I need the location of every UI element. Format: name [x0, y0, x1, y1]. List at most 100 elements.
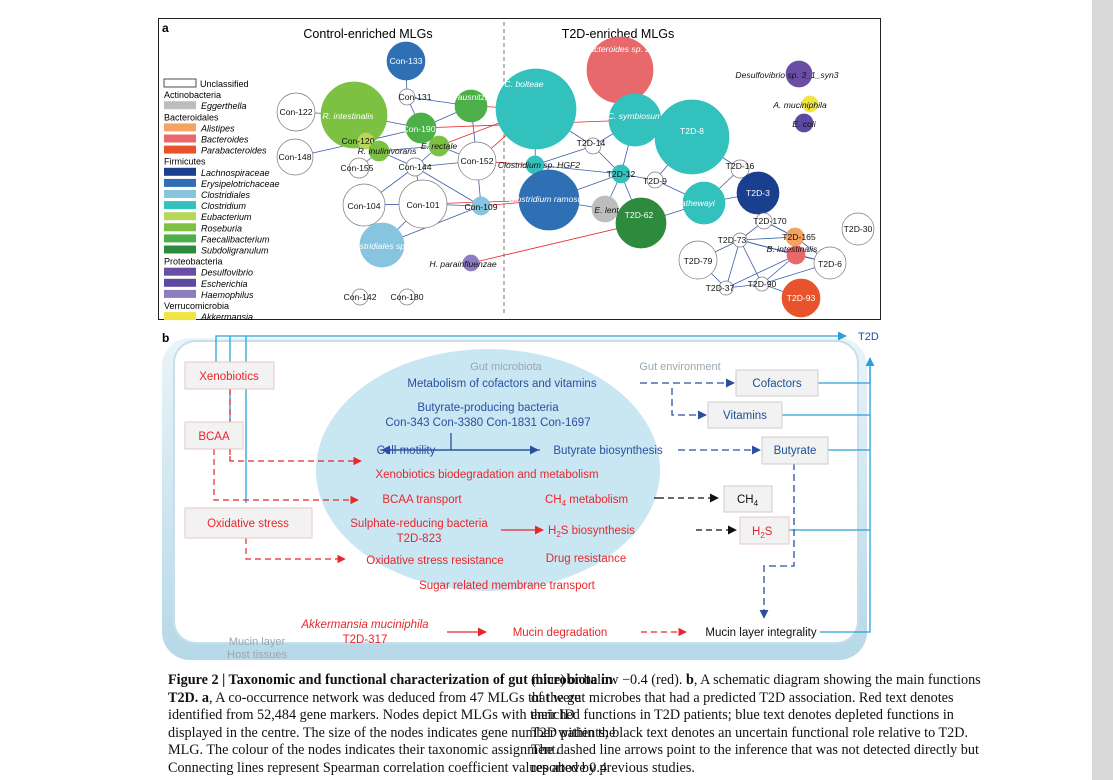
node-circle: [342, 183, 386, 227]
bcaa-transport: BCAA transport: [382, 494, 462, 506]
metabolism-cofactors: Metabolism of cofactors and vitamins: [407, 378, 596, 390]
svg-text:Desulfovibrio: Desulfovibrio: [201, 268, 253, 278]
legend-swatch: [164, 167, 196, 176]
svg-text:Vitamins: Vitamins: [723, 410, 767, 422]
network-node: Con-101: [398, 179, 448, 229]
drug-resistance: Drug resistance: [546, 553, 627, 565]
legend-entry: Eubacterium: [164, 212, 252, 222]
svg-text:Roseburia: Roseburia: [201, 223, 242, 233]
node-circle: [794, 113, 814, 133]
node-label: Bacteroides sp. 20_3: [584, 44, 665, 54]
panel-b: b T2D: [162, 331, 879, 661]
mucin-layer-label: Mucin layer: [229, 636, 286, 648]
svg-text:Xenobiotics: Xenobiotics: [199, 371, 259, 383]
legend-swatch: [164, 234, 196, 243]
edge-positive: [739, 239, 763, 285]
node-circle: [320, 81, 388, 149]
node-label: F. prausnitzii: [441, 92, 490, 102]
network-node: Con-190: [403, 112, 437, 144]
node-label: Con-148: [279, 152, 312, 162]
scrollbar-track[interactable]: [1092, 0, 1113, 780]
network-node: T2D-16: [726, 159, 755, 179]
node-label: Con-109: [465, 202, 498, 212]
legend-swatch: [164, 101, 196, 110]
svg-text:Firmicutes: Firmicutes: [164, 157, 206, 167]
xenobiotics-degradation: Xenobiotics biodegradation and metabolis…: [375, 469, 598, 481]
caption-line: Figure 2 | Taxonomic and functional char…: [168, 672, 613, 688]
svg-text:Cofactors: Cofactors: [752, 378, 801, 390]
legend-group: Proteobacteria: [164, 257, 223, 267]
figure-2: a Control-enriched MLGs T2D-enriched MLG…: [158, 18, 881, 661]
caption-line: identified from 52,484 gene markers. Nod…: [168, 707, 575, 724]
legend-swatch: [164, 201, 196, 210]
caption-line: T2D. a, A co-occurrence network was dedu…: [168, 689, 581, 706]
node-circle: [386, 41, 426, 81]
node-circle: [718, 280, 734, 296]
network-node: T2D-37: [706, 280, 735, 296]
node-label: T2D-93: [787, 293, 816, 303]
blue-arrows: [380, 378, 795, 619]
legend-entry: Bacteroides: [164, 134, 249, 145]
network-node: Con-142: [344, 288, 377, 306]
caption-line: of the gut microbes that had a predicted…: [531, 689, 954, 706]
legend-swatch: [164, 145, 196, 154]
network-node: Con-148: [276, 138, 314, 176]
svg-text:Faecalibacterium: Faecalibacterium: [201, 234, 270, 244]
caption-line: reported by previous studies.: [531, 759, 695, 776]
network-node: T2D-14: [577, 137, 606, 155]
node-circle: [646, 171, 664, 189]
butyrate-box: Butyrate: [761, 436, 829, 465]
legend-swatch: [164, 312, 196, 321]
butyrate-producing-bacteria: Butyrate-producing bacteria: [417, 402, 559, 414]
network-node: E. lenta: [591, 195, 624, 223]
node-label: T2D-30: [844, 224, 873, 234]
node-label: Con-180: [391, 292, 424, 302]
t2d-317: T2D-317: [343, 634, 388, 646]
xenobiotics-box: Xenobiotics: [184, 361, 275, 390]
edge-negative: [470, 222, 642, 264]
svg-text:Clostridiales: Clostridiales: [201, 190, 251, 200]
node-circle: [454, 89, 488, 123]
legend-entry: Erysipelotrichaceae: [164, 178, 280, 189]
node-circle: [398, 179, 448, 229]
black-dashed-arrows: [654, 493, 737, 535]
node-circle: [730, 159, 750, 179]
node-label: Con-142: [344, 292, 377, 302]
node-circle: [276, 138, 314, 176]
edge-positive: [725, 239, 741, 289]
node-circle: [398, 88, 416, 106]
svg-text:Verrucomicrobia: Verrucomicrobia: [164, 301, 229, 311]
node-circle: [654, 99, 730, 175]
legend-swatch: [164, 245, 196, 254]
node-label: E. lenta: [594, 205, 623, 215]
node-label: T2D-12: [607, 169, 636, 179]
node-circle: [457, 141, 497, 181]
node-label: Con-144: [399, 162, 432, 172]
svg-text:Bacteroidales: Bacteroidales: [164, 112, 219, 122]
node-circle: [518, 169, 580, 231]
node-label: A. muciniphila: [772, 100, 827, 110]
edge-positive: [725, 254, 797, 289]
node-circle: [405, 112, 437, 144]
network-node: F. prausnitzii: [441, 89, 490, 123]
legend-swatch: [164, 278, 196, 287]
node-circle: [781, 278, 821, 318]
svg-text:Proteobacteria: Proteobacteria: [164, 257, 223, 267]
node-circle: [276, 92, 316, 132]
svg-text:Alistipes: Alistipes: [200, 123, 235, 133]
legend-entry: Desulfovibrio: [164, 267, 253, 278]
node-label: Con-101: [407, 200, 440, 210]
oxidative-stress-box: Oxidative stress: [184, 507, 313, 539]
node-label: T2D-14: [577, 138, 606, 148]
node-circle: [801, 95, 819, 113]
sulphate-reducing-bacteria: Sulphate-reducing bacteria: [350, 518, 488, 530]
svg-text:Oxidative stress: Oxidative stress: [207, 518, 289, 530]
caption-line: enriched functions in T2D patients; blue…: [531, 707, 954, 724]
red-solid-arrows: [447, 525, 544, 637]
node-circle: [471, 196, 491, 216]
network-node: Con-120: [342, 132, 375, 150]
caption-line: The dashed line arrows point to the infe…: [531, 742, 979, 759]
node-circle: [462, 254, 480, 272]
network-node: Clostridiales sp. SS3/4: [347, 222, 433, 268]
